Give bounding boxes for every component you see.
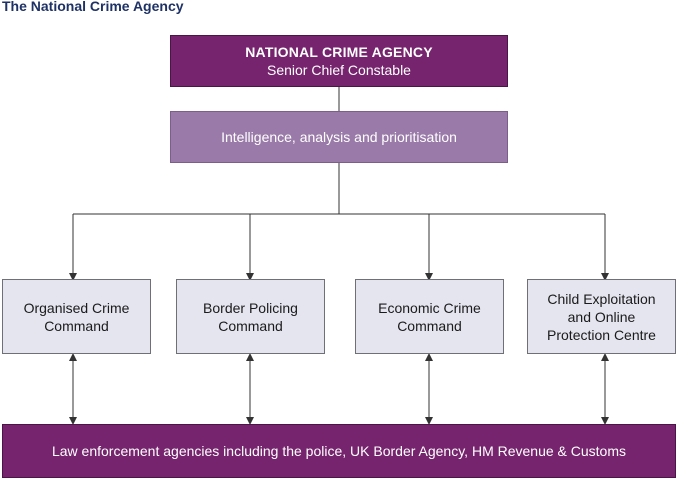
command-label: Economic Crime Command (378, 299, 481, 334)
law-enforcement-agencies-box: Law enforcement agencies including the p… (2, 424, 676, 478)
law-enforcement-label: Law enforcement agencies including the p… (51, 443, 627, 459)
page-title: The National Crime Agency (2, 0, 184, 14)
command-box-economic-crime: Economic Crime Command (355, 279, 504, 354)
command-label: Organised Crime Command (23, 299, 130, 334)
nca-title: NATIONAL CRIME AGENCY (245, 44, 433, 60)
command-label: Border Policing Command (203, 299, 298, 334)
intelligence-box: Intelligence, analysis and prioritisatio… (170, 111, 508, 163)
nca-leadership-box: NATIONAL CRIME AGENCY Senior Chief Const… (170, 35, 508, 87)
command-box-border-policing: Border Policing Command (176, 279, 325, 354)
nca-subtitle: Senior Chief Constable (267, 62, 411, 78)
command-label: Child Exploitation and Online Protection… (547, 290, 656, 343)
command-box-organised-crime: Organised Crime Command (2, 279, 151, 354)
intelligence-label: Intelligence, analysis and prioritisatio… (221, 129, 457, 145)
command-box-child-exploitation: Child Exploitation and Online Protection… (527, 279, 676, 354)
